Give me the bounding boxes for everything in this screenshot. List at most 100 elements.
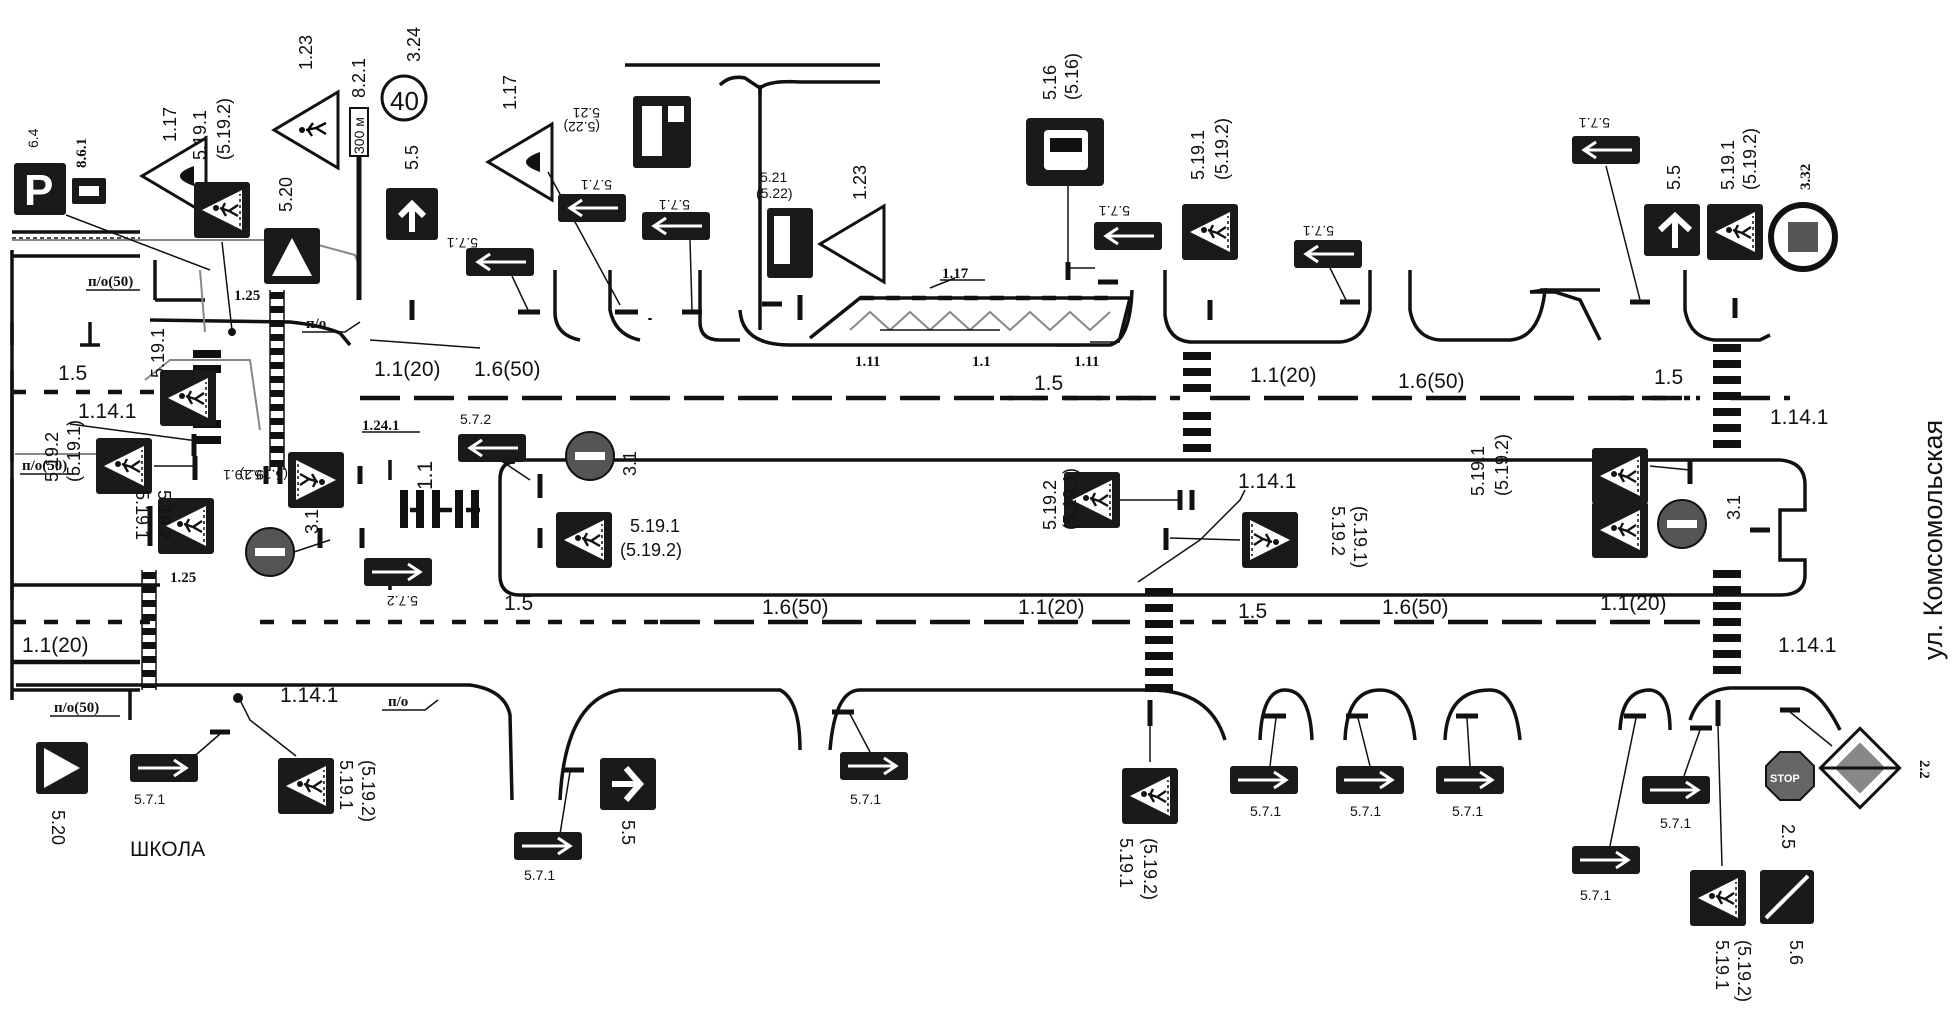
- sign-code: 8.6.1: [74, 138, 90, 168]
- sign-code: 5.7.1: [1099, 203, 1130, 219]
- lane-arrow-left: [464, 246, 536, 278]
- zebra-crossings: [141, 290, 1741, 692]
- label-1-1: 1.1: [972, 354, 991, 370]
- sign-code: 3.1: [1724, 495, 1744, 520]
- one-way-sign: 5.5: [600, 758, 656, 845]
- pedestrian-crossing-sign: [192, 180, 252, 240]
- sign-code: 5.19.1: [148, 328, 168, 378]
- sign-code: 5.7.1: [850, 791, 881, 807]
- one-way-sign: 5.5: [386, 145, 438, 320]
- lane-arrow-left: [1092, 220, 1164, 252]
- lane-arrow-right: [128, 752, 200, 784]
- label-1-6-50: 1.6(50): [1398, 370, 1465, 393]
- lane-arrow-right: [1228, 764, 1300, 796]
- signs: P 6.4 8.6.1 1.17 5.19.1 (5.19.2) 5.20: [14, 27, 1932, 1002]
- sign-code: 5.19.1: [1116, 838, 1136, 888]
- label-1-1-20: 1.1(20): [22, 634, 89, 657]
- sign-code: 5.19.1: [223, 467, 262, 483]
- sign-code: 1.23: [296, 35, 316, 70]
- bump-sign-5-20: 5.20: [264, 177, 320, 284]
- checker-1-25-upper: [269, 290, 285, 470]
- sign-code: 5.7.2: [460, 411, 491, 427]
- pedestrian-crossing-sign: [1705, 202, 1765, 262]
- dangerous-goods-ban-sign: 3.32: [1768, 164, 1838, 272]
- no-entry-sign: [565, 431, 615, 481]
- sign-code: 5.19.2: [154, 490, 174, 540]
- pedestrian-crossing-sign: [1688, 868, 1748, 928]
- sign-code: 3.24: [404, 27, 424, 62]
- speed-limit-value: 40: [390, 86, 419, 116]
- label-1-1-20: 1.1(20): [374, 358, 441, 381]
- checker-1-25-lower: [141, 570, 157, 690]
- sign-code: 5.5: [402, 145, 422, 170]
- living-zone-sign: 5.21 (5.22): [756, 169, 813, 307]
- zebra-top-right: [1713, 344, 1741, 448]
- sign-code: 5.7.2: [387, 593, 418, 609]
- sign-code: 5.7.1: [1303, 223, 1334, 239]
- label-1-1-20: 1.1(20): [1250, 364, 1317, 387]
- label-1-24-1: 1.24.1: [362, 418, 400, 434]
- lane-arrow-right: [512, 830, 584, 862]
- sign-code: 5.19.1: [1188, 130, 1208, 180]
- label-1-25: 1.25: [234, 288, 260, 304]
- lane-arrow-right: [362, 556, 434, 588]
- sign-code: 3.1: [302, 509, 322, 534]
- lane-arrow-left: [640, 210, 712, 242]
- lane-arrow-right: [1570, 844, 1642, 876]
- pedestrian-crossing-sign: [276, 756, 336, 816]
- sign-code: 5.7.1: [1452, 803, 1483, 819]
- sign-code: (5.19.2): [1212, 118, 1232, 180]
- sign-code: 5.19.1: [336, 760, 356, 810]
- label-1-14-1: 1.14.1: [1770, 406, 1828, 429]
- lane-arrow-right: [1434, 764, 1506, 796]
- priority-road-sign: [1818, 726, 1902, 810]
- sign-code: (5.19.2): [1734, 940, 1754, 1002]
- bus-stop-zone: [808, 277, 1133, 347]
- sign-code: 5.7.1: [581, 177, 612, 193]
- sign-code: 1.23: [850, 165, 870, 200]
- sign-code: 5.20: [276, 177, 296, 212]
- one-way-sign: 5.5: [1644, 165, 1700, 256]
- label-1-14-1: 1.14.1: [280, 684, 338, 707]
- sign-code: (5.19.2): [1140, 838, 1160, 900]
- plate-300m: 300 м: [351, 117, 367, 154]
- sign-code: (5.19.1): [64, 420, 84, 482]
- sign-code: 5.19.2: [1328, 506, 1348, 556]
- label-1-1-20: 1.1(20): [1018, 596, 1085, 619]
- sign-code: 5.7.1: [1250, 803, 1281, 819]
- label-1-1: 1.1: [414, 461, 437, 490]
- zebra-top-middle: [1183, 352, 1211, 452]
- end-of-crossing-sign: 5.6: [1760, 870, 1814, 965]
- sign-code: 5.19.2: [42, 432, 62, 482]
- label-1-5: 1.5: [1034, 372, 1063, 395]
- sign-code: 5.20: [48, 810, 68, 845]
- pedestrian-crossing-sign: [286, 450, 346, 510]
- sign-code: 6.4: [25, 128, 41, 148]
- zebra-bottom-right: [1713, 570, 1741, 674]
- bus-stop-sign: 5.16 (5.16): [1026, 53, 1104, 280]
- pedestrian-crossing-sign: [1180, 202, 1240, 262]
- label-parking-zone: п/о(50): [54, 700, 99, 716]
- sign-code: 8.2.1: [349, 58, 369, 98]
- label-parking-zone: п/о: [388, 694, 408, 710]
- sign-code: 5.19.1: [1718, 140, 1738, 190]
- label-1-11: 1.11: [1074, 354, 1099, 370]
- sign-code: 5.5: [1664, 165, 1684, 190]
- sign-code: (5.19.2): [358, 760, 378, 822]
- stop-text: STOP: [1770, 773, 1800, 785]
- sign-code: 5.19.1: [190, 110, 210, 160]
- no-entry-sign: [1657, 499, 1707, 549]
- street-name: ул. Комсомольская: [1918, 420, 1948, 660]
- sign-code: 5.7.1: [1660, 815, 1691, 831]
- road-labels: 1.5 1.1(20) 1.6(50) 1.5 1.1(20) 1.6(50) …: [20, 266, 1836, 717]
- sign-code: 5.19.2: [1040, 480, 1060, 530]
- sign-code: (5.19.1): [1060, 468, 1080, 530]
- sign-code: (5.19.2): [1492, 434, 1512, 496]
- label-1-5: 1.5: [1654, 366, 1683, 389]
- sign-code: (5.16): [1062, 53, 1082, 100]
- label-1-6-50: 1.6(50): [1382, 596, 1449, 619]
- label-1-14-1: 1.14.1: [78, 400, 136, 423]
- zebra-bottom-middle: [1145, 588, 1173, 692]
- label-parking-zone: п/о: [306, 316, 326, 332]
